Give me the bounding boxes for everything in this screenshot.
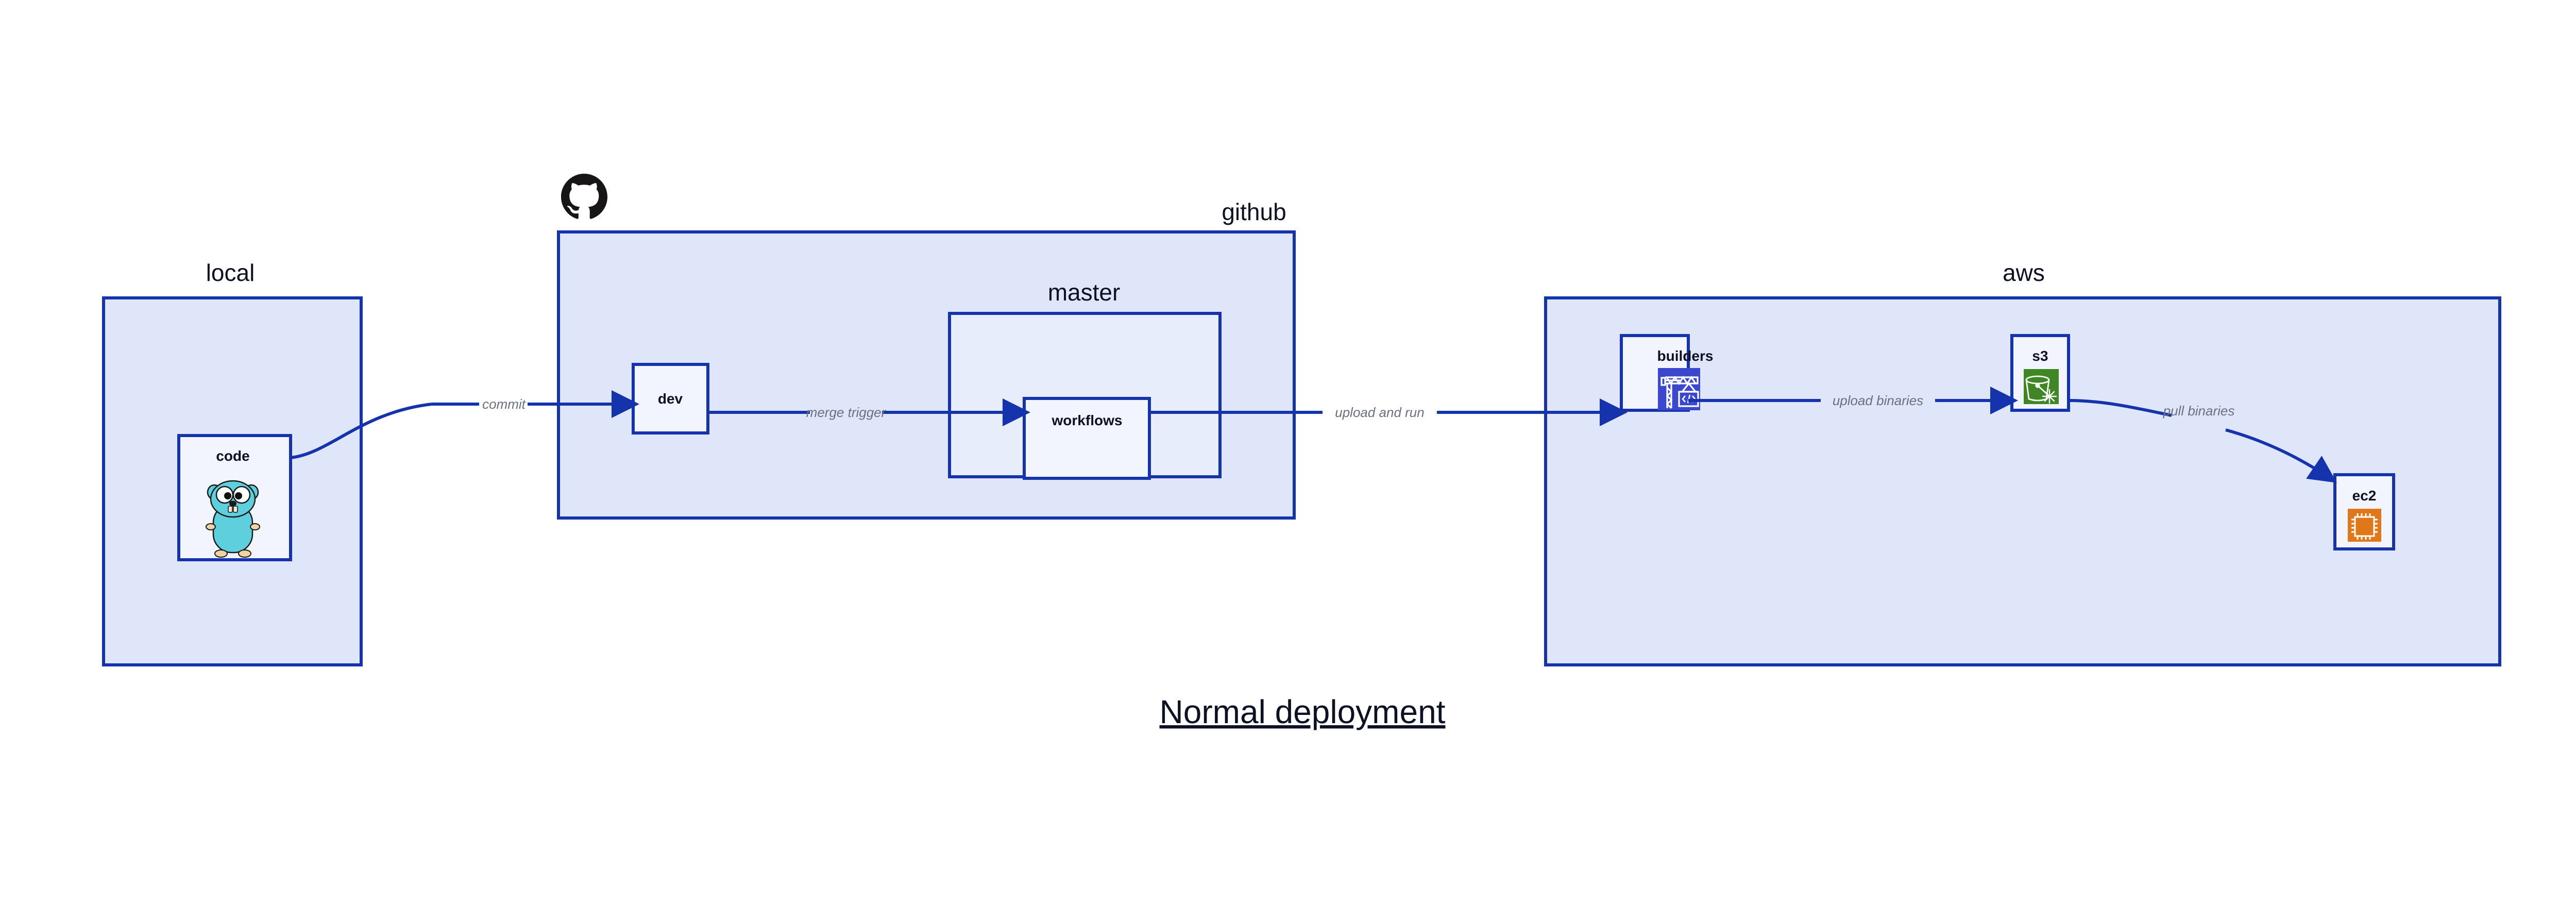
- edge-upload-binaries-label: upload binaries: [1833, 393, 1923, 408]
- node-dev[interactable]: dev: [632, 363, 709, 435]
- edge-upload-and-run-label: upload and run: [1335, 405, 1424, 420]
- edge-pull-bin-curve-right: [2225, 428, 2337, 483]
- edge-merge-trigger-label: merge trigger: [806, 405, 887, 420]
- edge-commit: commit: [290, 390, 639, 459]
- node-builders-label: builders: [1657, 348, 1714, 364]
- node-s3-label: s3: [2032, 348, 2048, 364]
- node-code[interactable]: code: [177, 434, 292, 561]
- node-dev-label: dev: [658, 391, 683, 407]
- node-workflows-label: workflows: [1052, 412, 1123, 428]
- node-ec2-label: ec2: [2352, 488, 2377, 504]
- group-local-label: local: [206, 259, 255, 286]
- go-gopher-icon: [206, 480, 260, 558]
- node-workflows-rect[interactable]: [1023, 397, 1151, 480]
- edge-commit-label: commit: [482, 396, 527, 412]
- node-s3[interactable]: s3: [2010, 334, 2070, 412]
- edge-commit-curve: [290, 403, 432, 459]
- group-aws-label: aws: [2003, 259, 2045, 286]
- node-code-label: code: [216, 448, 249, 464]
- edge-merge-trigger: merge trigger: [708, 398, 1030, 426]
- node-workflows[interactable]: workflows: [1023, 397, 1151, 480]
- node-builders[interactable]: builders: [1620, 334, 1714, 412]
- page-title: Normal deployment: [1160, 693, 1446, 730]
- aws-ec2-chip-icon: [2348, 509, 2381, 542]
- aws-s3-bucket-icon: [2024, 369, 2059, 404]
- edge-pull-bin-curve-left: [2068, 399, 2172, 417]
- group-master-label: master: [1048, 279, 1121, 306]
- github-octocat-icon: [561, 174, 607, 219]
- edge-upload-binaries: upload binaries: [1688, 387, 2018, 414]
- group-aws: aws: [1544, 259, 2501, 666]
- edge-upload-and-run: upload and run: [1149, 398, 1628, 426]
- edge-pull-binaries-label: pull binaries: [2163, 403, 2235, 419]
- edge-pull-binaries: pull binaries: [2068, 399, 2337, 483]
- node-ec2[interactable]: ec2: [2333, 473, 2395, 550]
- aws-builders-crane-icon: [1658, 368, 1700, 410]
- group-github-label: github: [1222, 198, 1286, 225]
